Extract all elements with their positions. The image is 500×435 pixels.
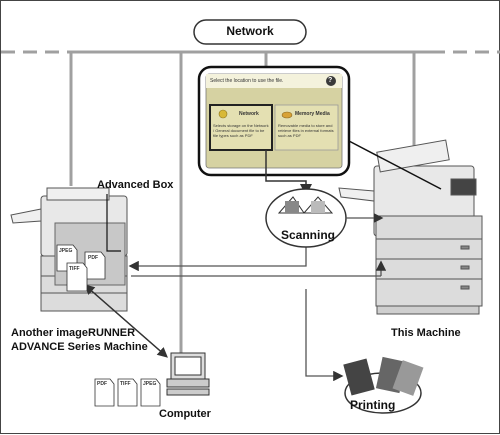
memory-button-title[interactable]: Memory Media: [295, 111, 330, 117]
computer-pdf-label: PDF: [97, 381, 107, 387]
data-flow-arrows: [84, 239, 387, 382]
computer-tiff-label: TIFF: [120, 381, 131, 387]
touch-panel-screen: [197, 65, 351, 177]
panel-callout-line: [348, 140, 442, 190]
machine-pdf-label: PDF: [88, 255, 98, 261]
machine-file-docs: [56, 244, 106, 292]
network-button-title[interactable]: Network: [239, 111, 259, 117]
memory-button-desc: Removable media to store and retrieve fi…: [278, 123, 334, 138]
scanning-label: Scanning: [281, 228, 336, 242]
screen-prompt: Select the location to use the file.: [210, 78, 284, 84]
this-machine-label: This Machine: [391, 327, 461, 339]
network-pill: [193, 19, 307, 45]
scanning-bubble: [265, 188, 347, 248]
machine-jpeg-label: JPEG: [59, 248, 73, 254]
network-button-desc: Selects storage on the Network / General…: [213, 123, 269, 138]
screen-to-scan-connector: [265, 150, 312, 196]
computer-file-docs: [94, 378, 161, 407]
help-glyph[interactable]: ?: [328, 77, 333, 84]
network-label: Network: [226, 24, 274, 38]
another-machine-label-2: ADVANCE Series Machine: [11, 341, 148, 353]
computer-jpeg-label: JPEG: [143, 381, 157, 387]
memory-media-icon: [281, 111, 293, 119]
this-machine-copier: [338, 139, 483, 315]
advanced-box-callout: [106, 194, 121, 252]
computer-icon: [166, 352, 210, 396]
another-machine-label-1: Another imageRUNNER: [11, 327, 136, 339]
computer-label: Computer: [159, 408, 211, 420]
printing-label: Printing: [350, 398, 396, 412]
help-icon: [326, 76, 336, 86]
advanced-box-label: Advanced Box: [97, 179, 174, 191]
printing-bubble: [343, 356, 424, 414]
machine-tiff-label: TIFF: [69, 266, 80, 272]
network-icon: [218, 109, 228, 119]
